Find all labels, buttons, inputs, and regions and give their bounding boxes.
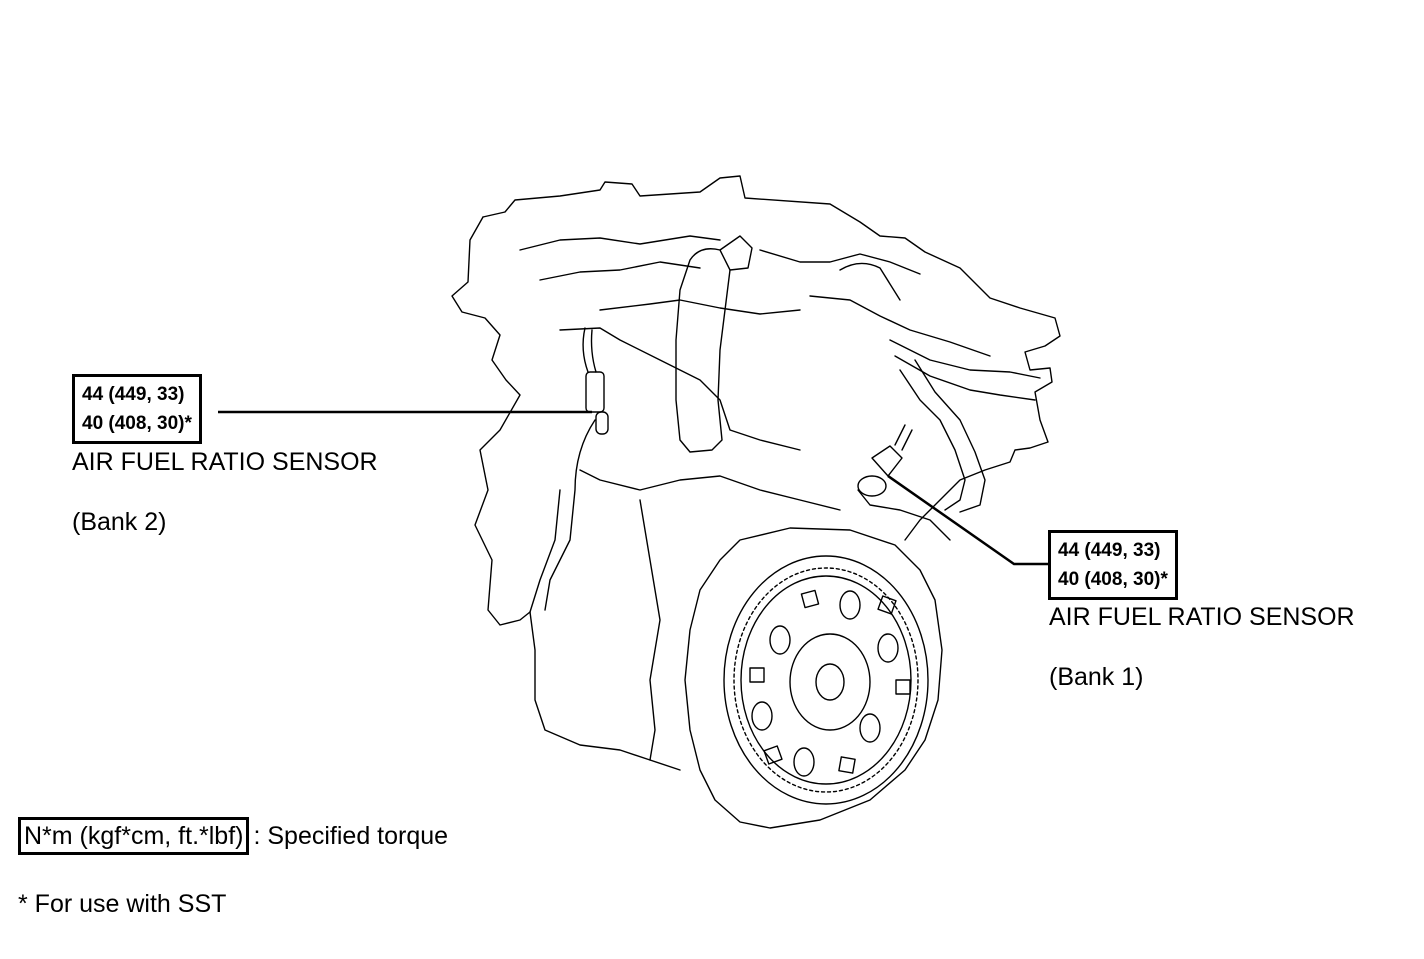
block-center [579, 469, 841, 511]
flywheel-ring-gear-inner [733, 567, 919, 793]
bank1-torque-sst: 40 (408, 30)* [1058, 569, 1168, 590]
bank1-part-position: (Bank 1) [1049, 663, 1144, 691]
head-detail-3 [599, 299, 801, 315]
flywheel-bolt-4 [838, 756, 856, 774]
flywheel-bolt-6 [749, 667, 765, 683]
bank1-sensor-boss [857, 475, 887, 497]
flywheel-hub-inner [815, 663, 845, 701]
flywheel-hole-5 [751, 701, 773, 731]
block-lower-right [639, 499, 661, 761]
head-detail-7 [559, 327, 801, 451]
head-detail-4 [759, 249, 921, 275]
flywheel-hole-2 [877, 633, 899, 663]
flywheel-plate [740, 575, 912, 785]
block-lower-center [529, 489, 561, 613]
flywheel-ring-gear-outer [723, 555, 929, 805]
bank2-sensor-body [585, 371, 605, 413]
right-tube-4 [914, 359, 986, 513]
legend-unit-box: N*m (kgf*cm, ft.*lbf) [18, 817, 250, 855]
flywheel-hole-6 [769, 625, 791, 655]
exhaust-manifold-left [544, 419, 596, 611]
bank1-torque-box: 44 (449, 33) 40 (408, 30)* [1048, 530, 1178, 600]
flywheel-hole-3 [859, 713, 881, 743]
flywheel-housing [684, 527, 943, 829]
head-detail-2 [539, 261, 701, 281]
head-detail-1 [519, 235, 721, 251]
right-tube-3 [899, 369, 966, 511]
flywheel-bolt-1 [800, 589, 820, 609]
bank1-sensor-body [871, 445, 903, 477]
bank1-sensor-pipe [857, 489, 951, 541]
bank2-torque-box: 44 (449, 33) 40 (408, 30)* [72, 374, 202, 444]
flywheel-bolt-3 [895, 679, 911, 695]
intake-pipe [675, 248, 731, 453]
bank2-part-name: AIR FUEL RATIO SENSOR [72, 448, 378, 476]
bank1-sensor-wire [894, 424, 913, 451]
head-detail-5 [809, 295, 991, 357]
bank2-sensor-wire [582, 327, 597, 373]
right-tube-2 [894, 355, 1036, 401]
legend-description: : Specified torque [253, 821, 449, 850]
engine-head-outline [482, 175, 1061, 541]
flywheel-hole-4 [793, 747, 815, 777]
bank2-torque-primary: 44 (449, 33) [82, 384, 185, 405]
intake-pipe-bend [719, 235, 753, 271]
block-lower-left [529, 611, 681, 771]
bank1-part-name: AIR FUEL RATIO SENSOR [1049, 603, 1355, 631]
flywheel-bolt-5 [763, 745, 783, 765]
flywheel-hole-1 [839, 590, 861, 620]
bank2-part-position: (Bank 2) [72, 508, 167, 536]
bank1-torque-primary: 44 (449, 33) [1058, 540, 1161, 561]
engine-left-outline [451, 216, 531, 626]
torque-legend: N*m (kgf*cm, ft.*lbf) : Specified torque [18, 817, 448, 855]
bank1-leader-line [887, 474, 1050, 566]
flywheel-bolt-2 [877, 595, 897, 615]
right-tube-1 [889, 339, 1041, 379]
bank2-torque-sst: 40 (408, 30)* [82, 413, 192, 434]
bank2-sensor-tip [595, 411, 609, 435]
flywheel-hub-outer [789, 633, 871, 731]
sst-footnote: * For use with SST [18, 890, 227, 918]
head-detail-6 [839, 262, 901, 301]
